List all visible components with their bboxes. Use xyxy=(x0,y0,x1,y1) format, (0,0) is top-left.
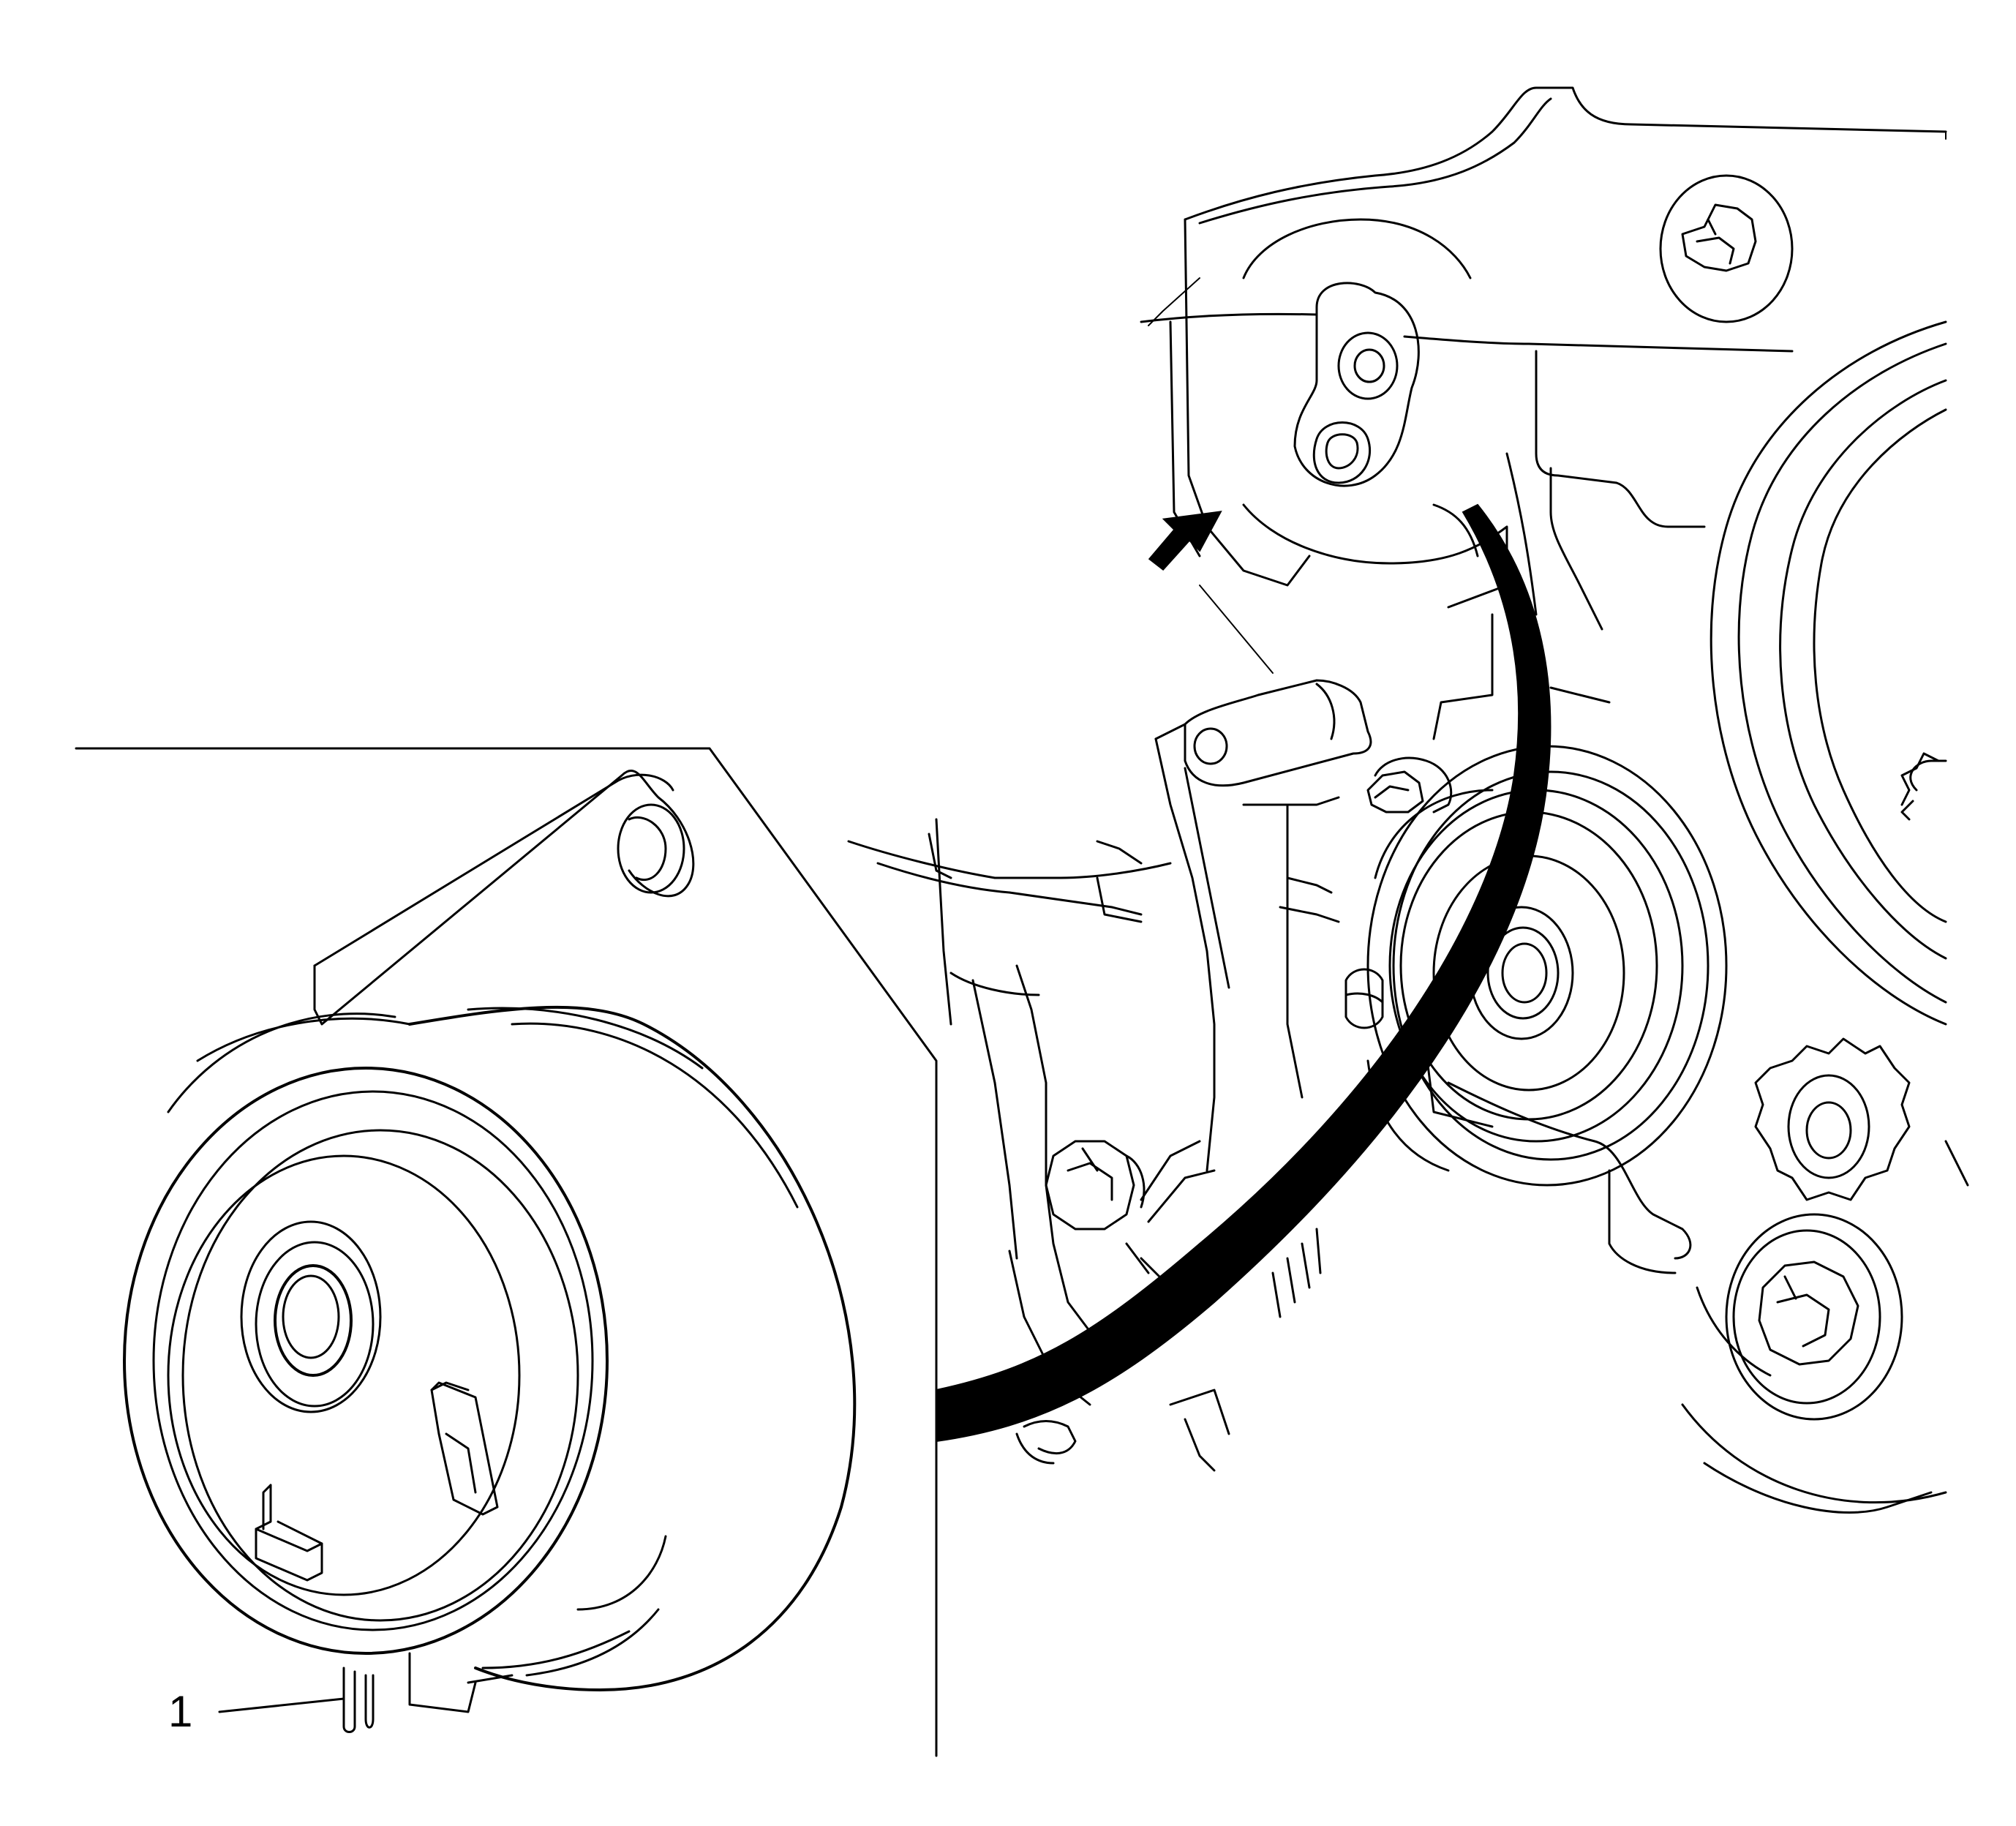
direction-arrow-icon xyxy=(1148,511,1274,674)
large-pulley xyxy=(1681,320,1947,1504)
tensioner-bracket xyxy=(1154,679,1372,1172)
engine-front-cover xyxy=(1140,86,1969,1514)
flange-bolt xyxy=(1754,1037,1911,1201)
bracket-bolt xyxy=(1366,756,1453,814)
inset-frame xyxy=(75,747,938,1757)
callout-1-label: 1 xyxy=(168,1687,192,1736)
lower-bracket-bolt xyxy=(1344,968,1384,1029)
top-right-bolt xyxy=(1659,174,1794,323)
center-left-bolt xyxy=(1045,1140,1146,1231)
callout-1: 1 xyxy=(168,1687,345,1736)
belt-tensioner-assembly xyxy=(123,770,857,1733)
idler-pulley xyxy=(1366,745,1728,1187)
tensioner-mount-boss xyxy=(1242,218,1472,487)
drive-belt xyxy=(936,503,1552,1443)
lower-flange-bolt xyxy=(1725,1213,1903,1421)
